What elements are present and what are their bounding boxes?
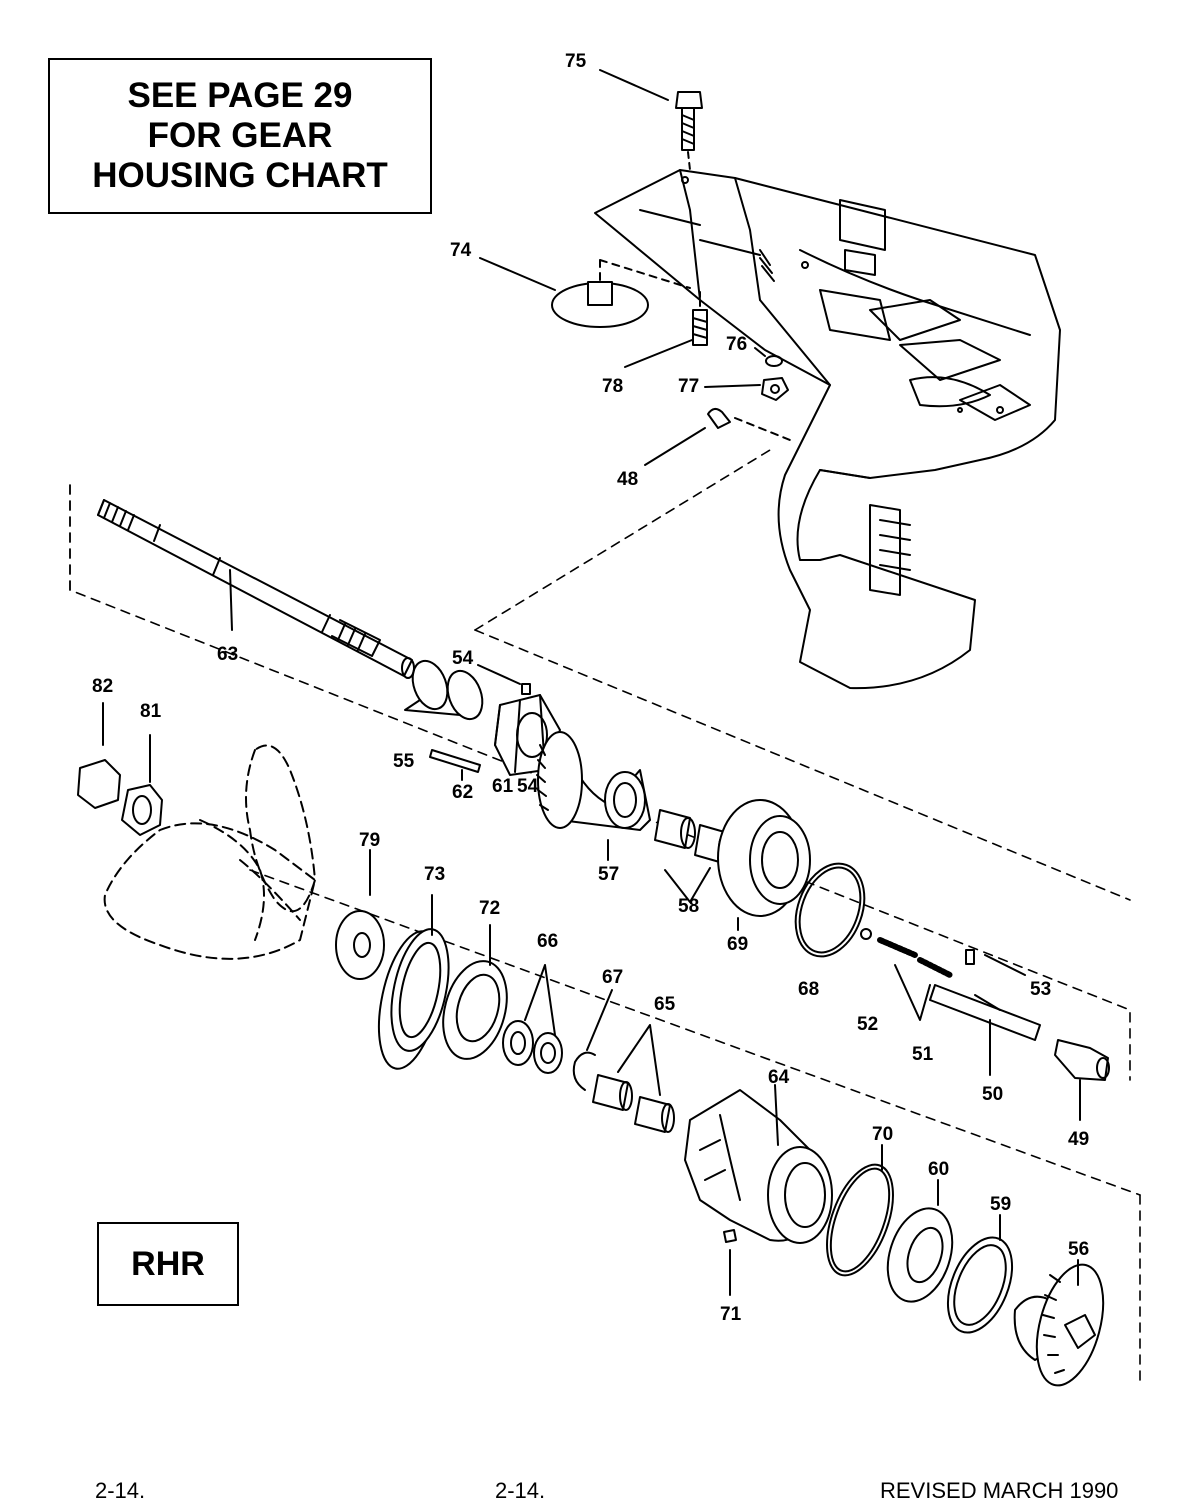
part-50-shift-rod (929, 984, 1041, 1076)
part-66-oil-seals (502, 964, 563, 1074)
part-68-o-ring (794, 862, 866, 958)
callout-49: 49 (1068, 1129, 1089, 1150)
rotation-variant-label: RHR (131, 1244, 205, 1283)
callout-78: 78 (602, 376, 623, 397)
part-64-bearing-carrier (684, 1084, 833, 1244)
callout-82: 82 (92, 676, 113, 697)
callout-52: 52 (857, 1014, 878, 1035)
part-78-screw (624, 291, 708, 368)
note-line-2: FOR GEAR (147, 116, 333, 155)
callout-70: 70 (872, 1124, 893, 1145)
part-71-key (723, 1229, 737, 1296)
part-79-thrust-washer (335, 849, 385, 980)
part-69-ball-bearing (717, 799, 811, 931)
callout-58: 58 (678, 896, 699, 917)
propeller-phantom (103, 744, 316, 960)
part-76-washer (754, 347, 783, 367)
callout-54-upper: 54 (452, 648, 474, 669)
part-52-ball (860, 928, 872, 940)
callout-60: 60 (928, 1159, 949, 1180)
callout-53: 53 (1030, 979, 1051, 1000)
part-56-reverse-gear (1013, 1259, 1105, 1387)
callout-62: 62 (452, 782, 473, 803)
note-line-3: HOUSING CHART (92, 156, 388, 195)
part-62-pin (429, 749, 481, 781)
callout-61: 61 (492, 776, 514, 797)
note-line-1: SEE PAGE 29 (127, 76, 353, 115)
part-82-propeller-nut (77, 702, 121, 809)
part-48-clip (644, 408, 791, 466)
callout-51: 51 (912, 1044, 934, 1065)
callout-74: 74 (450, 240, 472, 261)
callout-54-lower: 54 (517, 776, 539, 797)
callout-76: 76 (726, 334, 747, 355)
part-55-rings (404, 659, 484, 721)
footer-right-text: REVISED MARCH 1990 (880, 1478, 1119, 1503)
callout-55: 55 (393, 751, 415, 772)
part-59-thrust-washer (946, 1214, 1014, 1334)
part-73-bearing (377, 894, 450, 1070)
part-72-tab-washer (442, 924, 508, 1060)
callout-69: 69 (727, 934, 748, 955)
callout-63: 63 (217, 644, 238, 665)
callout-79: 79 (359, 830, 380, 851)
callout-50: 50 (982, 1084, 1003, 1105)
part-67-retaining-ring (572, 989, 613, 1091)
part-53-pin (965, 949, 1026, 976)
part-77-nut (704, 377, 789, 401)
callout-64: 64 (768, 1067, 790, 1088)
part-49-cam-follower (1054, 1039, 1110, 1121)
callout-57: 57 (598, 864, 619, 885)
callout-67: 67 (602, 967, 623, 988)
callout-56: 56 (1068, 1239, 1089, 1260)
callout-71: 71 (720, 1304, 742, 1325)
part-70-o-ring (826, 1144, 894, 1277)
callout-75: 75 (565, 51, 587, 72)
callout-81: 81 (140, 701, 162, 722)
callout-59: 59 (990, 1194, 1011, 1215)
callout-68: 68 (798, 979, 819, 1000)
part-51-springs (877, 937, 953, 1021)
callout-72: 72 (479, 898, 500, 919)
callout-66: 66 (537, 931, 558, 952)
part-63-propeller-shaft (97, 499, 415, 679)
part-81-tab-washer (121, 734, 163, 836)
footer-center-text: 2-14. (495, 1478, 546, 1503)
footer-left-text: 2-14. (95, 1478, 146, 1503)
callout-48: 48 (617, 469, 638, 490)
callout-labels: 75 74 76 78 77 48 63 54 82 81 55 62 61 5… (92, 51, 1089, 1325)
part-75-bolt (599, 69, 703, 171)
part-74-trim-tab-anode (479, 257, 691, 328)
gear-housing-illustration (594, 169, 1061, 690)
callout-73: 73 (424, 864, 445, 885)
part-60-ball-bearing (886, 1179, 954, 1303)
rotation-variant-box: RHR (97, 1222, 239, 1306)
part-57-gear (536, 731, 651, 861)
gear-housing-note-box: SEE PAGE 29 FOR GEAR HOUSING CHART (48, 58, 432, 214)
callout-77: 77 (678, 376, 699, 397)
callout-65: 65 (654, 994, 676, 1015)
part-65-needle-bearings (592, 1024, 675, 1133)
